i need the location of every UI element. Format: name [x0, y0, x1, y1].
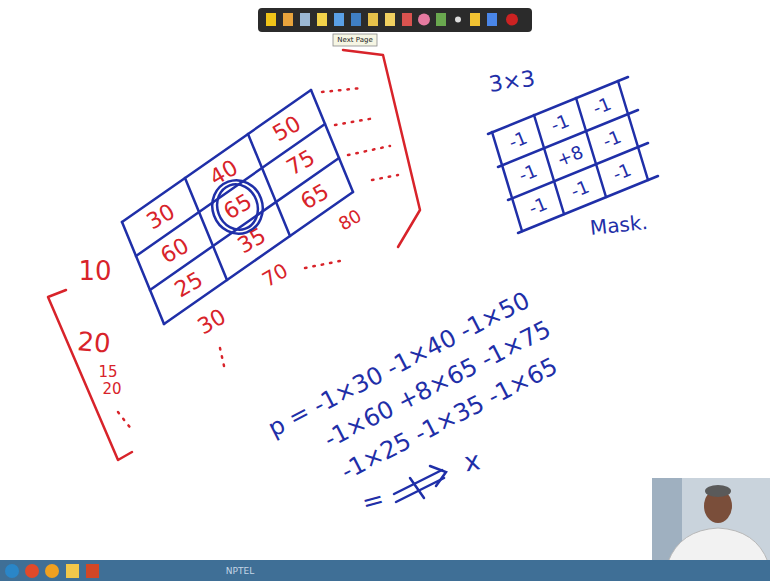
image-grid [122, 90, 353, 324]
pixel-value: 10 [78, 256, 111, 287]
dots [118, 412, 132, 430]
toolbar-icon [470, 13, 480, 26]
mask-grid [488, 77, 658, 233]
video-background [652, 478, 770, 562]
toolbar-icon [266, 13, 276, 26]
taskbar-text: NPTEL [226, 566, 254, 577]
taskbar [0, 560, 770, 581]
mask-label: Mask. [589, 210, 649, 240]
scribble-stroke [410, 478, 424, 498]
presenter-shirt [668, 528, 768, 562]
grid-line [136, 124, 325, 256]
toolbar [258, 8, 532, 46]
toolbar-icon [487, 13, 497, 26]
equation-result: x [462, 445, 483, 478]
toolbar-icon [300, 13, 310, 26]
toolbar-icon [317, 13, 327, 26]
pixel-value: 20 [102, 380, 121, 398]
mask-cell: -1 [548, 110, 573, 137]
toolbar-icon [455, 17, 461, 23]
toolbar-icon [334, 13, 344, 26]
tooltip-text: Next Page [337, 36, 372, 44]
mask-size-label: 3×3 [487, 66, 537, 99]
presenter-hair [705, 485, 731, 497]
mask-cell: -1 [568, 176, 593, 203]
toolbar-icon [385, 13, 395, 26]
mask-cell: -1 [600, 126, 625, 153]
dots [335, 118, 375, 125]
dots [348, 146, 390, 155]
pixel-value: 30 [193, 304, 230, 341]
dots [372, 175, 398, 180]
equation-symbol: = [359, 483, 388, 519]
dots [322, 88, 362, 92]
taskbar-icon [45, 564, 59, 578]
mask-cell: -1 [590, 93, 615, 120]
pixel-value: 40 [205, 155, 242, 192]
pixel-value: 70 [258, 258, 292, 292]
pixel-value: 30 [142, 199, 179, 236]
pixel-value: 50 [268, 111, 305, 148]
toolbar-icon [351, 13, 361, 26]
scribble [394, 466, 446, 502]
taskbar-icon [5, 564, 19, 578]
mask-cell: -1 [506, 127, 531, 154]
pixel-value: 35 [233, 223, 270, 260]
grid-line [311, 90, 353, 192]
toolbar-bar [258, 8, 532, 32]
toolbar-icon [418, 14, 430, 26]
pixel-value: 65 [296, 179, 333, 216]
left-bracket [48, 290, 132, 460]
dots [220, 348, 224, 366]
taskbar-icon [66, 564, 79, 578]
grid-line [122, 222, 164, 324]
pixel-value: 15 [98, 363, 117, 381]
pixel-value: 20 [76, 326, 112, 360]
mask-cell: +8 [554, 141, 587, 171]
mask-cell: -1 [516, 160, 541, 187]
pixel-value: 60 [156, 233, 193, 270]
toolbar-icon [436, 13, 446, 26]
toolbar-icon [368, 13, 378, 26]
toolbar-icon [402, 13, 412, 26]
grid-line [150, 158, 339, 290]
toolbar-icon [506, 14, 518, 26]
taskbar-icon [86, 564, 99, 578]
tooltip-box [333, 34, 377, 46]
pixel-value: 65 [219, 189, 256, 226]
toolbar-icon [283, 13, 293, 26]
taskbar-icon [25, 564, 39, 578]
pixel-value: 75 [282, 145, 319, 182]
pixel-value: 80 [335, 205, 366, 235]
dots [305, 260, 345, 268]
mask-cell: -1 [526, 193, 551, 220]
video-thumbnail [652, 478, 770, 562]
taskbar-bar [0, 560, 770, 581]
scribble-stroke [396, 478, 444, 502]
scribble-stroke [430, 466, 446, 486]
pixel-value: 25 [170, 267, 207, 304]
mask-cell: -1 [610, 159, 635, 186]
